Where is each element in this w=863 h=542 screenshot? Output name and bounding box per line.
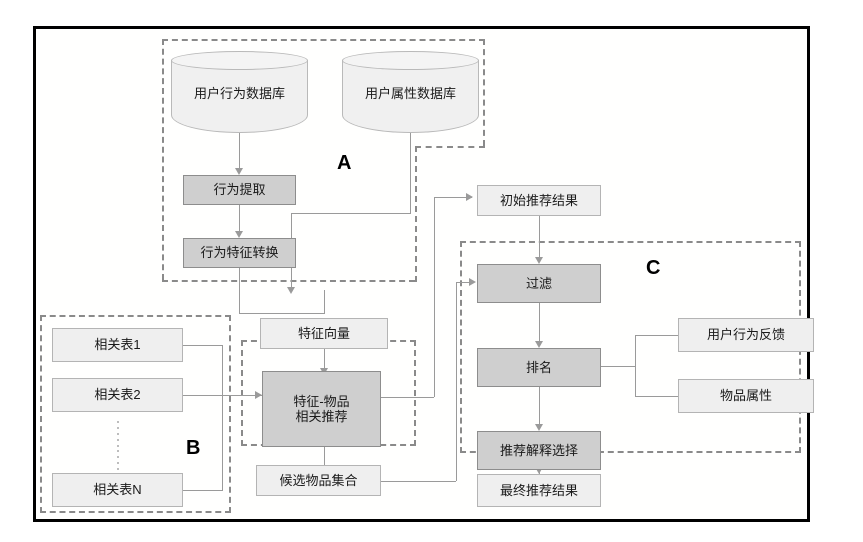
cylinder-body [171, 60, 308, 133]
cylinder-top [342, 51, 479, 70]
node-label: 用户属性数据库 [364, 85, 456, 101]
node-feature-vector[interactable]: 特征向量 [260, 318, 388, 349]
group-a-border-left [162, 39, 164, 280]
connector-rt2-right [183, 395, 222, 396]
connector-candidates-to-rec [324, 429, 325, 471]
node-related-table-2[interactable]: 相关表2 [52, 378, 183, 412]
connector-attrdb-down [410, 133, 411, 214]
arrowhead-filter-to-ranking [535, 341, 543, 348]
group-label-b: B [186, 437, 201, 459]
connector-rec-up [434, 197, 435, 397]
node-final-result[interactable]: 最终推荐结果 [477, 474, 601, 507]
node-candidate-items[interactable]: 候选物品集合 [256, 465, 381, 496]
connector-itemattr-left [635, 396, 678, 397]
node-related-table-1[interactable]: 相关表1 [52, 328, 183, 362]
connector-relatedtable-bus [222, 345, 223, 491]
node-label: 初始推荐结果 [499, 192, 578, 208]
node-feature-item-recommendation[interactable]: 特征-物品 相关推荐 [262, 371, 381, 447]
connector-transform-into-featurevector [324, 290, 325, 314]
connector-candidates-to-filter [456, 282, 474, 283]
connector-extract-to-transform [239, 205, 240, 234]
connector-feedback-bus [635, 335, 636, 397]
connector-rec-right [381, 397, 434, 398]
node-ranking[interactable]: 排名 [477, 348, 601, 387]
connector-initial-to-filter [539, 216, 540, 260]
connector-bus-to-ranking [588, 366, 635, 367]
arrowhead-rec-to-initial [466, 193, 473, 201]
arrowhead-into-feature-vector [287, 287, 295, 294]
connector-db-to-extract [239, 133, 240, 171]
group-b-border [40, 315, 231, 513]
arrowhead-initial-to-filter [535, 257, 543, 264]
cylinder-body [342, 60, 479, 133]
node-label-line2: 相关推荐 [295, 409, 348, 424]
node-label: 过滤 [525, 275, 552, 291]
node-label: 用户行为反馈 [706, 327, 785, 343]
connector-transform-right [239, 313, 324, 314]
arrowhead-db-to-extract [235, 168, 243, 175]
connector-rec-to-initial [434, 197, 472, 198]
node-initial-result[interactable]: 初始推荐结果 [477, 185, 601, 216]
ellipsis-vertical-dots [117, 421, 119, 476]
node-user-behavior-feedback[interactable]: 用户行为反馈 [678, 318, 814, 352]
group-a-border-right-lower [415, 146, 417, 282]
connector-feedback-left [635, 335, 678, 336]
group-a-border-notch [415, 146, 485, 148]
group-a-border-bottom [162, 280, 415, 282]
node-label: 特征向量 [297, 325, 350, 341]
connector-filter-to-ranking [539, 303, 540, 344]
node-label: 行为提取 [213, 182, 266, 198]
connector-candidates-right [381, 481, 456, 482]
node-behavior-transform[interactable]: 行为特征转换 [183, 238, 296, 268]
arrowhead-explanation-to-final [535, 467, 543, 474]
connector-ranking-to-explanation [539, 387, 540, 427]
node-label: 行为特征转换 [200, 245, 279, 261]
cylinder-top [171, 51, 308, 70]
diagram-frame: A B C [33, 26, 814, 522]
connector-transform-down [239, 268, 240, 314]
group-label-a: A [337, 152, 352, 174]
connector-attrdb-left [291, 213, 411, 214]
node-label: 相关表1 [94, 337, 141, 353]
node-label-line1: 特征-物品 [293, 393, 350, 409]
node-user-attribute-db[interactable]: 用户属性数据库 [342, 51, 479, 133]
connector-featurevector-to-rec [324, 349, 325, 371]
node-related-table-n[interactable]: 相关表N [52, 473, 183, 507]
connector-bus-to-rec [222, 395, 262, 396]
connector-rt1-right [183, 345, 222, 346]
node-item-attribute[interactable]: 物品属性 [678, 379, 814, 413]
node-label: 排名 [525, 359, 552, 375]
arrowhead-candidates-to-filter [469, 278, 476, 286]
node-filter[interactable]: 过滤 [477, 264, 601, 303]
group-a-border-top [162, 39, 485, 41]
arrowhead-extract-to-transform [235, 231, 243, 238]
group-label-c: C [646, 257, 661, 279]
node-behavior-extract[interactable]: 行为提取 [183, 175, 296, 205]
node-explanation-select[interactable]: 推荐解释选择 [477, 431, 601, 470]
node-label: 最终推荐结果 [499, 482, 578, 498]
connector-candidates-up [456, 282, 457, 481]
connector-rtn-right [183, 490, 222, 491]
node-label: 相关表2 [94, 387, 141, 403]
node-label: 相关表N [93, 482, 142, 498]
node-user-behavior-db[interactable]: 用户行为数据库 [171, 51, 308, 133]
group-a-border-right-upper [483, 39, 485, 146]
arrowhead-bus-to-rec [255, 391, 262, 399]
node-label: 推荐解释选择 [499, 442, 578, 458]
arrowhead-ranking-to-explanation [535, 424, 543, 431]
node-label: 候选物品集合 [279, 472, 358, 488]
node-label: 用户行为数据库 [193, 85, 285, 101]
node-label: 物品属性 [719, 388, 772, 404]
